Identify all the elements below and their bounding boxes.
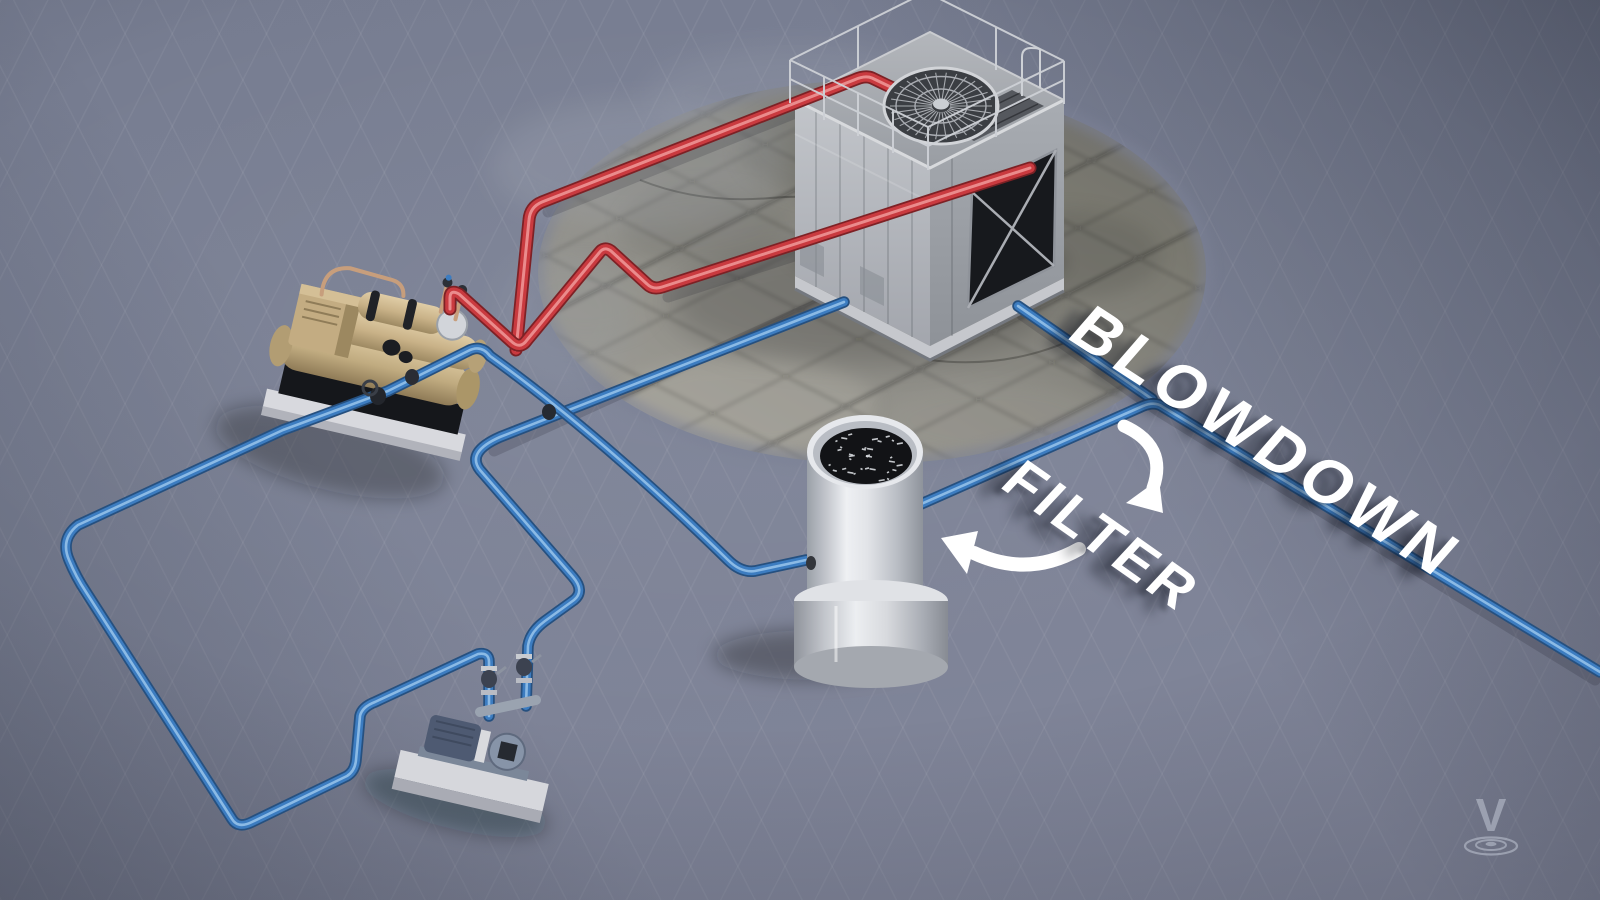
decor-line: [864, 467, 870, 470]
filter-arrowhead: [941, 531, 978, 574]
ladder-loop: [1021, 46, 1041, 96]
decor-line: [948, 85, 983, 103]
pump-suction-pipe: [470, 296, 850, 712]
decor-line: [891, 98, 933, 106]
decor-line: [848, 454, 855, 458]
condenser-loop-and-filter-feed-pipe: [60, 342, 812, 831]
condenser-pump: [391, 653, 549, 824]
tower-railing: [789, 0, 1065, 170]
decor-line: [841, 467, 847, 471]
decor-line: [832, 469, 838, 472]
decor-line: [853, 472, 856, 476]
decor-line: [949, 107, 988, 121]
v-ripple-logo: V: [1463, 789, 1519, 856]
decor-line: [906, 80, 936, 102]
decor-line: [945, 110, 967, 136]
decor-line: [847, 471, 854, 475]
decor-line: [835, 439, 838, 443]
pump-motor: [424, 715, 482, 762]
decor-line: [839, 446, 843, 449]
decor-line: [894, 91, 933, 105]
decor-line: [945, 76, 967, 102]
decor-line: [885, 435, 890, 438]
tower-fan-deck: [789, 0, 1065, 170]
decor-line: [861, 448, 867, 451]
decor-line: [848, 433, 853, 436]
filter-arrow: [967, 542, 1086, 572]
pump-manifold: [475, 695, 541, 717]
basin-outlet-pipe: [1012, 300, 1158, 405]
hot-water-supply-pipe: [509, 70, 906, 357]
decor-line: [915, 110, 937, 136]
chiller-copper-line: [319, 266, 406, 298]
decor-line: [877, 440, 882, 443]
decor-line: [888, 460, 896, 463]
decor-line: [899, 85, 934, 103]
decor-line: [892, 468, 897, 472]
decor-line: [949, 91, 988, 105]
decor-line: [889, 456, 893, 459]
decor-line: [946, 110, 976, 132]
decor-line: [896, 464, 903, 467]
decor-line: [860, 467, 863, 471]
filter-inlet-port: [806, 556, 816, 570]
decor-line: [865, 455, 873, 458]
chiller-housekeeping-pad: [262, 388, 466, 455]
decor-line: [949, 106, 991, 114]
decor-line: [906, 110, 936, 132]
hot-water-riser-pipe: [443, 161, 1037, 352]
decor-line: [899, 109, 934, 127]
valve-handwheel: [361, 379, 379, 397]
logo-letter: V: [1476, 789, 1507, 841]
decor-line: [866, 447, 874, 451]
decor-line: [570, 226, 1206, 464]
pump-pad: [394, 749, 549, 812]
decor-line: [837, 448, 842, 452]
filter-return-and-blowdown-pipe: [897, 398, 1600, 678]
filter-vessel: [794, 415, 948, 688]
decor-line: [545, 177, 1206, 464]
filter-media-speckles: [828, 433, 904, 482]
decor-line: [828, 463, 831, 467]
decor-line: [869, 467, 876, 471]
pipe-valves: [361, 369, 556, 420]
decor-line: [848, 453, 854, 456]
decor-line: [891, 439, 895, 442]
chiller-compressor: [358, 292, 445, 334]
decor-line: [896, 442, 904, 445]
decor-line: [864, 446, 867, 450]
blowdown-arrow: [1117, 419, 1164, 495]
decor-line: [841, 437, 848, 440]
flow-arrows: [941, 419, 1164, 574]
decor-line: [946, 80, 976, 102]
decor-line: [886, 477, 890, 481]
decor-line: [538, 259, 1159, 464]
fan-hub: [933, 98, 949, 110]
valve-body: [370, 387, 386, 405]
decor-line: [894, 107, 933, 121]
riser-fittings: [481, 653, 542, 695]
decor-line: [848, 458, 852, 461]
decor-line: [878, 478, 885, 482]
decor-line: [871, 437, 879, 441]
blowdown-arrowhead: [1126, 479, 1163, 513]
decor-line: [915, 76, 937, 102]
decor-line: [886, 471, 890, 474]
